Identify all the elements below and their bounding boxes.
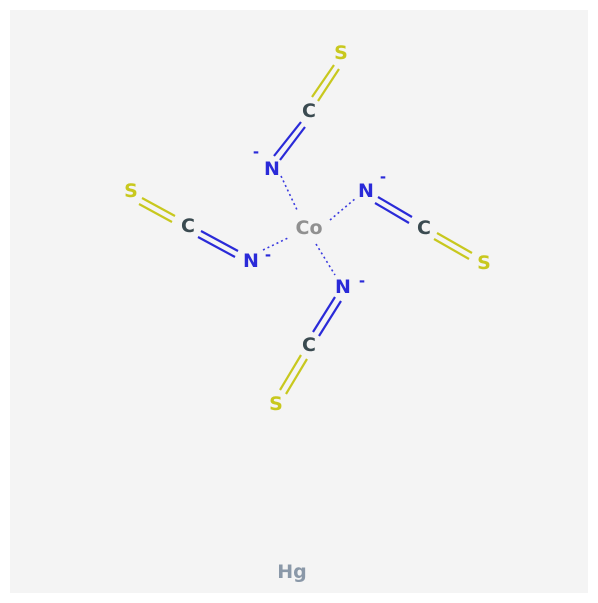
bond-s-c-left xyxy=(141,197,176,217)
atom-s-left: S xyxy=(124,180,138,202)
atom-n-top: N xyxy=(264,158,280,180)
ligand-top: N - C S xyxy=(253,42,348,180)
bond-n-c-right-2 xyxy=(374,202,410,224)
bond-n-c-top-2 xyxy=(279,126,306,161)
structure-panel xyxy=(10,10,588,593)
charge-n-bottom: - xyxy=(359,272,365,290)
ligand-bottom: N - C S xyxy=(269,272,365,415)
bond-c-n-left-2 xyxy=(197,236,236,258)
bond-s-c-left-2 xyxy=(138,203,173,223)
atom-c-bottom: C xyxy=(302,334,316,356)
charge-n-right: - xyxy=(380,168,386,186)
bond-n-c-top xyxy=(273,121,302,157)
atom-s-right: S xyxy=(477,252,491,274)
charge-n-left: - xyxy=(265,246,271,264)
coord-bond-top xyxy=(280,175,299,213)
atom-c-left: C xyxy=(181,215,195,237)
coord-bond-right xyxy=(329,197,357,221)
bond-n-c-bottom xyxy=(312,296,336,333)
bond-n-c-bottom-2 xyxy=(318,300,342,337)
coord-bond-bottom xyxy=(315,243,336,276)
ligand-right: N - C S xyxy=(358,168,491,274)
bond-c-s-top xyxy=(311,64,335,98)
bond-c-s-top-2 xyxy=(317,68,340,102)
bond-c-n-left xyxy=(200,230,239,252)
atom-n-bottom: N xyxy=(335,276,351,298)
atom-cobalt: Co xyxy=(296,217,323,239)
atom-c-right: C xyxy=(417,217,431,239)
atom-s-bottom: S xyxy=(269,393,283,415)
atom-n-right: N xyxy=(358,180,374,202)
atom-s-top: S xyxy=(334,42,348,64)
bond-c-s-right xyxy=(436,232,473,254)
atom-n-left: N xyxy=(243,250,259,272)
atom-mercury: Hg xyxy=(277,561,307,583)
atom-c-top: C xyxy=(302,100,316,122)
ligand-left: S C N - xyxy=(124,180,271,272)
bond-c-s-bottom-2 xyxy=(285,358,308,395)
charge-n-top: - xyxy=(253,143,259,161)
bond-c-s-right-2 xyxy=(433,238,470,260)
bond-c-s-bottom xyxy=(279,354,302,391)
bond-n-c-right xyxy=(377,196,413,218)
